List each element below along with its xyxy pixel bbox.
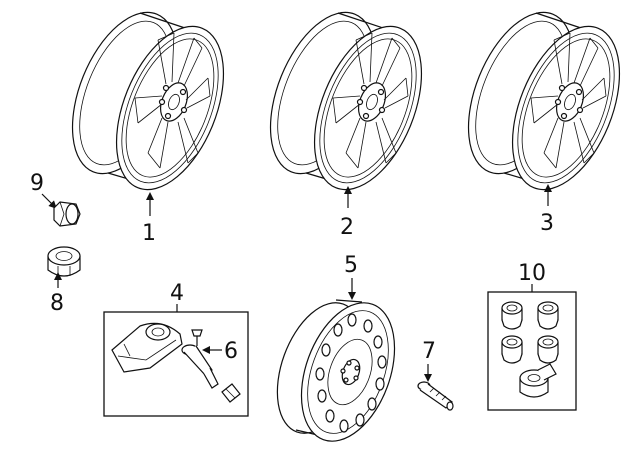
callout-4: 4 — [170, 281, 184, 306]
steel-spare-wheel — [276, 299, 396, 442]
callout-7: 7 — [422, 339, 436, 364]
lug-nut-kit — [501, 301, 559, 398]
center-cap — [53, 201, 81, 227]
tpms-kit-box — [103, 311, 249, 417]
valve-cap — [221, 383, 241, 403]
alloy-wheel-1 — [50, 0, 246, 206]
locking-lug-nut — [519, 363, 557, 398]
lug-nut — [47, 246, 81, 277]
valve-screw — [191, 329, 203, 346]
lug-nut-kit-box — [487, 291, 577, 411]
callout-3: 3 — [540, 211, 554, 236]
alloy-wheel-3 — [446, 0, 640, 206]
callout-2: 2 — [340, 215, 354, 240]
valve-stem — [181, 344, 219, 389]
wheel-stud — [417, 381, 454, 411]
callout-9: 9 — [30, 171, 44, 196]
callout-5: 5 — [344, 253, 358, 278]
arrow-callout-9 — [41, 193, 57, 209]
alloy-wheel-2 — [248, 0, 444, 206]
callout-10: 10 — [518, 261, 546, 286]
callout-8: 8 — [50, 291, 64, 316]
callout-6: 6 — [224, 339, 238, 364]
tpms-sensor — [111, 322, 183, 373]
callout-1: 1 — [142, 221, 156, 246]
